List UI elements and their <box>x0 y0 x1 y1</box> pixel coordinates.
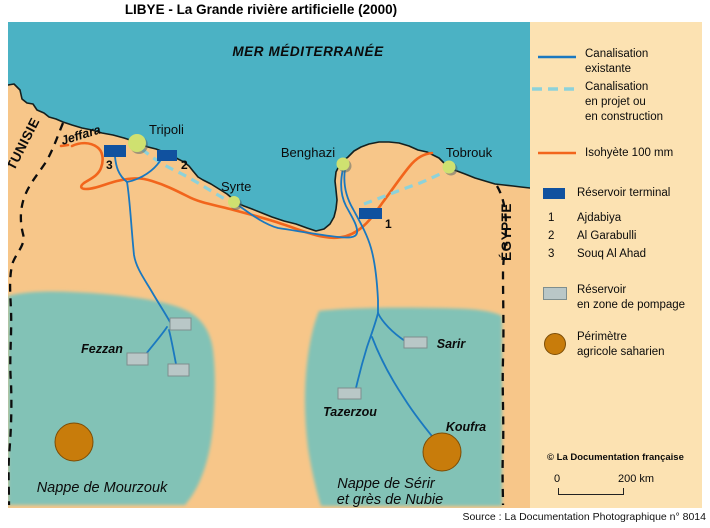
pump-reservoir-swatch <box>543 287 567 300</box>
city-marker-syrte <box>228 196 240 208</box>
pump-reservoir <box>126 352 149 366</box>
legend-panel: Canalisation existante Canalisation en p… <box>530 22 702 508</box>
pump-reservoir-sarir <box>403 336 428 349</box>
aquifer-label-serir-2: et grès de Nubie <box>337 492 443 508</box>
legend-item-number: 1 <box>548 212 555 224</box>
scale-bar <box>558 488 624 495</box>
pipeline-benghazi-syrte <box>234 168 358 239</box>
isohyete-line-swatch <box>538 151 576 155</box>
border-tunisia-libya <box>8 122 65 506</box>
pipeline-branch-tazerzou <box>355 312 379 389</box>
legend-item-number: 3 <box>548 248 555 260</box>
terminal-reservoir-al-garabulli <box>157 150 177 161</box>
legend-item-name: Souq Al Ahad <box>577 248 647 260</box>
mediterranean-sea <box>8 22 530 231</box>
legend-agri-label: Périmètre agricole saharien <box>577 331 665 358</box>
pipeline-west-branch-south <box>168 329 177 365</box>
scale-zero-label: 0 <box>554 473 561 485</box>
country-label-egypt: ÉGYPTE <box>499 203 514 261</box>
pipeline-west-main <box>126 181 171 323</box>
pipeline-projected-ajdabiya-tobrouk <box>363 168 450 206</box>
legend-pumping-label: Réservoir en zone de pompage <box>577 284 686 311</box>
projected-line-swatch <box>532 87 580 91</box>
city-label-benghazi: Benghazi <box>281 145 335 160</box>
copyright-notice: © La Documentation française <box>547 452 684 463</box>
region-label-tazerzou: Tazerzou <box>323 405 377 419</box>
legend-item-name: Al Garabulli <box>577 230 637 242</box>
legend-isohyete-label: Isohyète 100 mm <box>585 147 674 159</box>
city-marker-benghazi <box>336 157 350 171</box>
agri-perimeter-swatch <box>544 333 566 355</box>
source-credit: Source : La Documentation Photographique… <box>462 511 706 523</box>
terminal-reservoir-swatch <box>543 188 565 199</box>
city-marker-tobrouk <box>442 160 456 174</box>
isohyete-line-start <box>59 143 70 148</box>
pump-reservoir <box>169 317 192 331</box>
city-label-tobrouk: Tobrouk <box>446 145 493 160</box>
sea-label: MER MÉDITERRANÉE <box>232 44 384 59</box>
legend-item-number: 2 <box>548 230 555 242</box>
pipeline-benghazi-south <box>343 168 379 314</box>
region-label-koufra: Koufra <box>446 420 486 434</box>
terminal-reservoir-ajdabiya <box>359 208 382 219</box>
page-title: LIBYE - La Grande rivière artificielle (… <box>124 2 398 17</box>
scale-max-label: 200 km <box>618 473 655 485</box>
pipeline-projected-tripoli-syrte <box>140 147 232 204</box>
reservoir-number-1: 1 <box>385 217 392 231</box>
libya-map: 3 2 1 MER MÉDITERRANÉE TUNISIE ÉGYPTE Je… <box>8 22 530 508</box>
border-egypt-libya <box>496 185 508 506</box>
reservoir-number-3: 3 <box>106 158 113 172</box>
pipeline-west-branch-fezzan <box>145 326 168 355</box>
agri-perimeter-mourzouk <box>54 422 94 462</box>
pipeline-west-r2 <box>126 160 161 183</box>
region-label-fezzan: Fezzan <box>81 342 123 356</box>
legend-existing-label: Canalisation existante <box>585 48 649 75</box>
legend-projected-label: Canalisation en projet ou en constructio… <box>585 81 663 123</box>
agri-perimeter-koufra <box>422 432 462 472</box>
city-label-syrte: Syrte <box>221 179 251 194</box>
existing-line-swatch <box>538 55 576 59</box>
region-label-sarir: Sarir <box>437 337 467 351</box>
city-marker-tripoli <box>128 134 146 152</box>
terminal-reservoir-souq-al-ahad <box>104 145 126 157</box>
pipeline-branch-sarir <box>377 312 406 342</box>
pipeline-west-r3 <box>114 156 128 183</box>
legend-terminal-label: Réservoir terminal <box>577 187 671 199</box>
legend-item-name: Ajdabiya <box>577 212 622 224</box>
city-label-tripoli: Tripoli <box>149 122 184 137</box>
aquifer-label-mourzouk: Nappe de Mourzouk <box>37 480 168 496</box>
pump-reservoir <box>167 363 190 377</box>
reservoir-number-2: 2 <box>181 158 188 172</box>
aquifer-label-serir-1: Nappe de Sérir <box>337 476 436 492</box>
pump-reservoir-tazerzou <box>337 387 362 400</box>
coastline <box>8 83 530 232</box>
pipeline-branch-koufra <box>371 336 442 448</box>
